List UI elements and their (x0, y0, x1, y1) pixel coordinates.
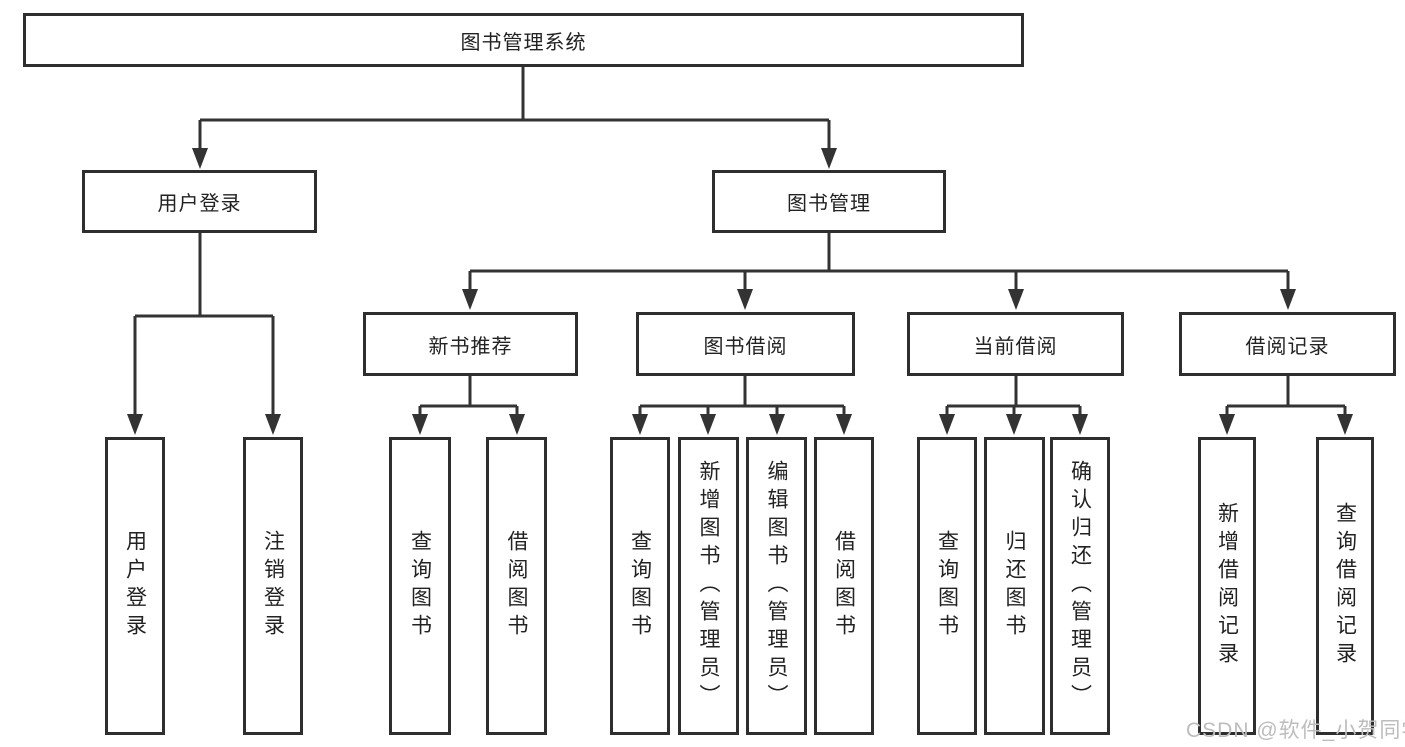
leaf-query-books-rec-label: 查询图书 (408, 530, 432, 642)
leaf-confirm-return-admin: 确认归还（管理员） (1050, 437, 1110, 735)
connector-borrow-records-group (1225, 376, 1347, 416)
node-root: 图书管理系统 (23, 13, 1024, 67)
leaf-add-books-admin-label: 新增图书（管理员） (697, 460, 720, 712)
leaf-query-books-current-label: 查询图书 (935, 530, 959, 642)
leaf-query-borrow-record: 查询借阅记录 (1316, 437, 1374, 735)
node-book-borrow-label: 图书借阅 (703, 335, 788, 358)
arrowheads-level3 (462, 289, 1296, 310)
leaf-query-books-borrow: 查询图书 (610, 437, 670, 735)
leaf-borrow-books-rec: 借阅图书 (486, 437, 547, 735)
node-new-book-rec-label: 新书推荐 (428, 335, 513, 358)
node-user-login-label: 用户登录 (157, 193, 242, 215)
leaf-edit-books-admin: 编辑图书（管理员） (746, 437, 807, 735)
leaf-add-borrow-record: 新增借阅记录 (1198, 437, 1256, 735)
leaf-borrow-books-rec-label: 借阅图书 (505, 530, 528, 642)
leaf-borrow-books: 借阅图书 (814, 437, 874, 735)
connector-current-borrow-group (945, 376, 1082, 416)
leaf-logout-label: 注销登录 (261, 530, 285, 642)
leaf-add-books-admin: 新增图书（管理员） (678, 437, 739, 735)
node-root-label: 图书管理系统 (460, 31, 587, 54)
node-book-mgmt: 图书管理 (712, 170, 946, 233)
leaf-query-books-borrow-label: 查询图书 (628, 530, 652, 642)
leaf-borrow-books-label: 借阅图书 (832, 530, 856, 642)
leaf-user-login-label: 用户登录 (123, 530, 147, 642)
leaf-query-books-current: 查询图书 (917, 437, 977, 735)
node-borrow-records: 借阅记录 (1179, 312, 1396, 376)
connector-root-to-level2 (198, 67, 831, 150)
node-new-book-rec: 新书推荐 (363, 312, 578, 376)
arrowheads-level2 (192, 148, 837, 169)
leaf-logout: 注销登录 (243, 437, 303, 735)
connector-new-book-rec-group (418, 376, 519, 416)
node-current-borrow-label: 当前借阅 (973, 335, 1058, 358)
node-book-mgmt-label: 图书管理 (787, 193, 871, 215)
node-current-borrow: 当前借阅 (907, 312, 1124, 376)
leaf-query-borrow-record-label: 查询借阅记录 (1333, 502, 1357, 670)
arrowheads-borrow-records-group (1219, 414, 1353, 435)
arrowheads-current-borrow-group (939, 414, 1088, 435)
leaf-edit-books-admin-label: 编辑图书（管理员） (765, 460, 788, 712)
node-book-borrow: 图书借阅 (636, 312, 855, 376)
leaf-confirm-return-admin-label: 确认归还（管理员） (1068, 460, 1092, 712)
watermark: CSDN @软件_小贺同学 (1186, 719, 1405, 742)
leaf-query-books-rec: 查询图书 (389, 437, 451, 735)
node-borrow-records-label: 借阅记录 (1245, 335, 1330, 358)
leaf-return-books-label: 归还图书 (1003, 530, 1026, 642)
connector-user-login-group (133, 233, 275, 416)
node-user-login: 用户登录 (82, 170, 317, 233)
connector-book-mgmt-to-level3 (468, 233, 1290, 291)
arrowheads-new-book-rec-group (412, 414, 525, 435)
leaf-user-login: 用户登录 (105, 437, 165, 735)
arrowheads-user-login-group (127, 414, 281, 435)
leaf-add-borrow-record-label: 新增借阅记录 (1215, 502, 1239, 670)
arrowheads-book-borrow-group (632, 414, 852, 435)
connector-book-borrow-group (638, 376, 846, 416)
leaf-return-books: 归还图书 (984, 437, 1045, 735)
